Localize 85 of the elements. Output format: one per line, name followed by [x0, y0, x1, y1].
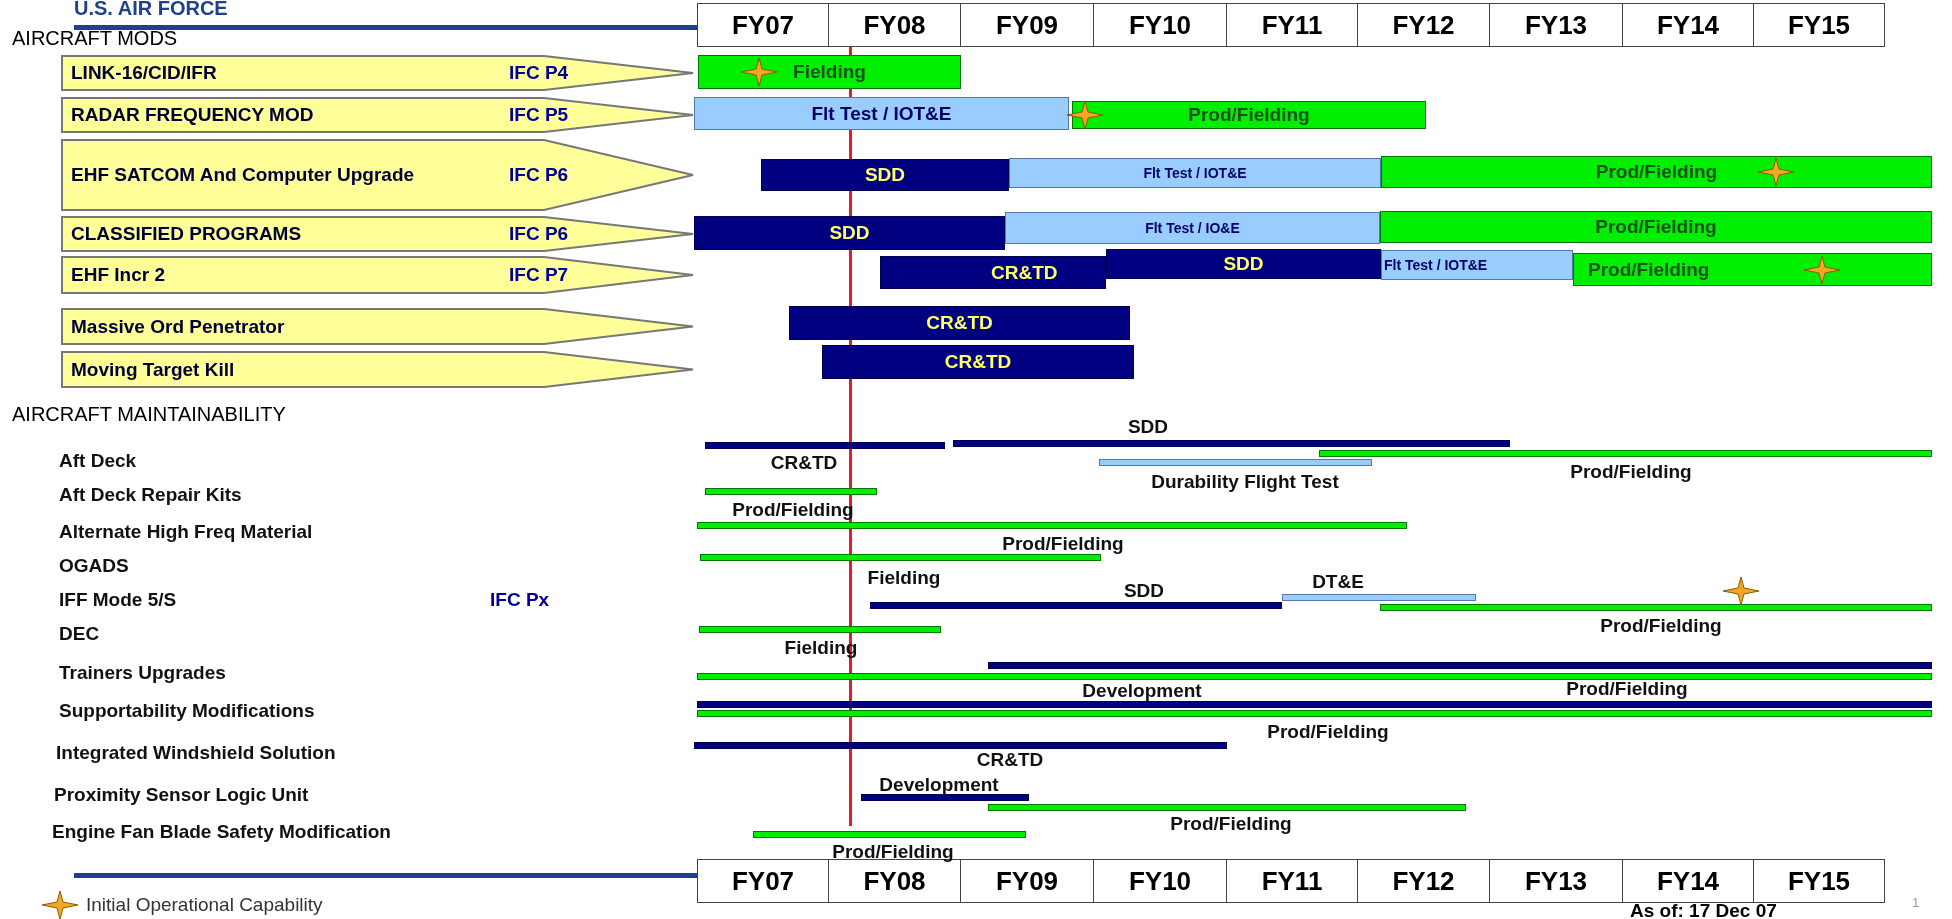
row-label: DEC — [59, 623, 100, 645]
schedule-bar: SDD — [761, 159, 1009, 191]
row-label: Proximity Sensor Logic Unit — [54, 784, 309, 806]
row-label: Aft Deck Repair Kits — [59, 484, 242, 506]
row-label: Alternate High Freq Material — [59, 521, 313, 543]
ifc-label: IFC P6 — [509, 223, 569, 245]
year-header: FY09 — [960, 3, 1094, 47]
year-header: FY08 — [828, 3, 961, 47]
schedule-bar: CR&TD — [880, 256, 1106, 289]
row-label: Engine Fan Blade Safety Modification — [52, 821, 391, 843]
year-header: FY11 — [1226, 859, 1358, 903]
year-header: FY15 — [1753, 3, 1885, 47]
schedule-bar: SDD — [694, 216, 1005, 250]
arrow-banner — [61, 55, 694, 91]
schedule-bar: CR&TD — [822, 345, 1134, 379]
bar-label: SDD — [1127, 416, 1169, 438]
arrow-banner — [61, 351, 694, 388]
date-note: As of: 17 Dec 07 — [1630, 900, 1777, 919]
arrow-banner — [61, 139, 694, 211]
program-name: CLASSIFIED PROGRAMS — [71, 222, 303, 246]
year-header: FY07 — [697, 3, 829, 47]
page-title: U.S. AIR FORCE — [74, 0, 228, 20]
bar-label: Development — [1082, 680, 1202, 702]
program-name: EHF SATCOM And Computer Upgrade — [71, 163, 416, 187]
timeline-bar — [988, 662, 1932, 669]
bar-label: Prod/Fielding — [1570, 461, 1692, 483]
ifc-label: IFC P4 — [509, 62, 569, 84]
ifc-label: IFC P6 — [509, 164, 569, 186]
schedule-bar: Prod/Fielding — [1381, 156, 1932, 188]
year-header: FY15 — [1753, 859, 1885, 903]
program-name: Moving Target Kill — [71, 358, 236, 381]
schedule-bar: Flt Test / IOT&E — [1009, 158, 1381, 188]
page-number: 1 — [1912, 895, 1920, 910]
bar-label: SDD — [1123, 580, 1165, 602]
year-header: FY11 — [1226, 3, 1358, 47]
schedule-bar: SDD — [1106, 249, 1381, 279]
program-name: RADAR FREQUENCY MOD — [71, 103, 315, 127]
year-header: FY13 — [1489, 3, 1623, 47]
arrow-banner — [61, 308, 694, 345]
schedule-bar: Fielding — [698, 55, 961, 89]
bar-label: Prod/Fielding — [1170, 813, 1292, 835]
arrow-banner — [61, 216, 694, 252]
bar-label: Prod/Fielding — [1600, 615, 1722, 637]
year-header: FY14 — [1622, 859, 1754, 903]
year-header: FY12 — [1357, 3, 1490, 47]
schedule-bar: Prod/Fielding — [1380, 211, 1932, 243]
section-heading: AIRCRAFT MAINTAINABILITY — [12, 403, 286, 426]
schedule-bar: Flt Test / IOT&E — [1381, 250, 1573, 280]
row-label: Supportability Modifications — [59, 700, 315, 722]
row-label: OGADS — [59, 555, 129, 577]
year-header: FY10 — [1093, 859, 1227, 903]
year-header: FY13 — [1489, 859, 1623, 903]
bar-label: Prod/Fielding — [1267, 721, 1389, 743]
program-name: Massive Ord Penetrator — [71, 315, 286, 338]
bar-label: CR&TD — [976, 749, 1044, 771]
row-label: Integrated Windshield Solution — [56, 742, 336, 764]
bar-label: Prod/Fielding — [1002, 533, 1124, 555]
row-label: Aft Deck — [59, 450, 137, 472]
year-header: FY12 — [1357, 859, 1490, 903]
year-header: FY10 — [1093, 3, 1227, 47]
bar-label: Development — [879, 774, 999, 796]
row-label: IFF Mode 5/S — [59, 589, 177, 611]
ifc-label: IFC P7 — [509, 264, 569, 286]
program-name: LINK-16/CID/IFR — [71, 61, 218, 85]
bar-label: Fielding — [867, 567, 941, 589]
year-header: FY14 — [1622, 3, 1754, 47]
bar-label: CR&TD — [770, 452, 838, 474]
schedule-bar: Prod/Fielding — [1573, 253, 1932, 286]
arrow-banner — [61, 97, 694, 133]
bar-label: DT&E — [1312, 571, 1364, 593]
section-heading: AIRCRAFT MODS — [12, 27, 178, 50]
schedule-bar: Prod/Fielding — [1072, 101, 1426, 129]
row-label: Trainers Upgrades — [59, 662, 226, 684]
ifc-label: IFC P5 — [509, 104, 569, 126]
bar-label: Prod/Fielding — [1566, 678, 1688, 700]
ifc-label: IFC Px — [490, 589, 550, 611]
legend-text: Initial Operational Capability — [86, 894, 323, 916]
schedule-bar: CR&TD — [789, 306, 1130, 340]
bar-label: Durability Flight Test — [1151, 471, 1339, 493]
arrow-banner — [61, 256, 694, 294]
schedule-bar: Flt Test / IOT&E — [694, 97, 1069, 130]
year-header: FY09 — [960, 859, 1094, 903]
schedule-bar: Flt Test / IO&E — [1005, 212, 1380, 244]
program-name: EHF Incr 2 — [71, 263, 166, 287]
year-header: FY07 — [697, 859, 829, 903]
